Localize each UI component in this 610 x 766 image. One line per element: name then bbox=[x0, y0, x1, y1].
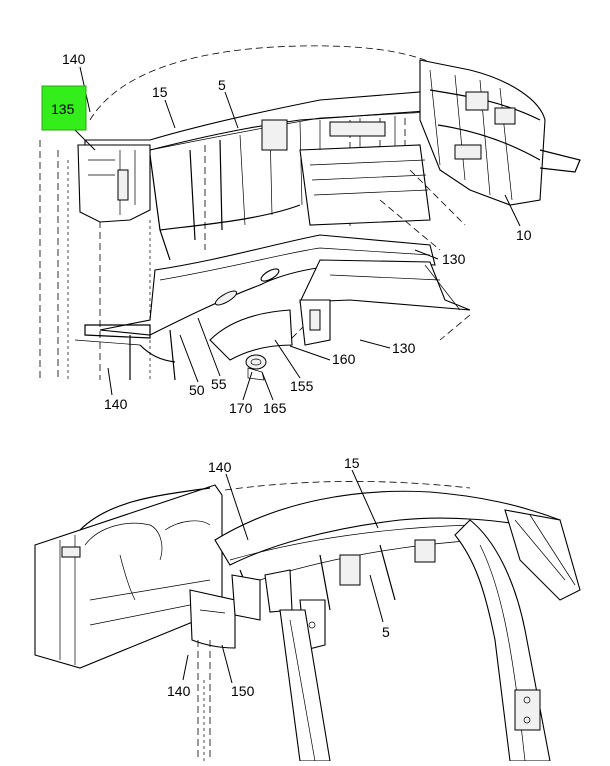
callout-130-a: 130 bbox=[442, 251, 466, 267]
leader-140-top-bottom bbox=[225, 473, 249, 541]
leader-155 bbox=[274, 339, 301, 379]
upper-shell-part-15-bottom bbox=[214, 490, 561, 566]
callout-140-top-bottom: 140 bbox=[208, 459, 232, 475]
callout-135-highlight bbox=[41, 85, 87, 131]
leader-160 bbox=[289, 345, 331, 361]
callout-140-bottom: 140 bbox=[104, 396, 128, 412]
callout-130-b: 130 bbox=[392, 340, 416, 356]
leader-140-bottom-bottom bbox=[182, 654, 189, 681]
leader-170 bbox=[242, 371, 253, 401]
callout-170: 170 bbox=[229, 400, 253, 416]
leader-50 bbox=[179, 334, 199, 383]
callout-5-top: 5 bbox=[218, 77, 226, 93]
leader-10 bbox=[504, 194, 521, 227]
leader-5-top bbox=[224, 91, 239, 129]
grommet-part-165 bbox=[245, 354, 267, 370]
leader-140-bottom bbox=[107, 367, 113, 396]
callout-15-bottom: 15 bbox=[344, 455, 360, 471]
callout-5-bottom: 5 bbox=[382, 624, 390, 640]
callout-155: 155 bbox=[290, 378, 314, 394]
callout-10: 10 bbox=[516, 227, 532, 243]
bottom-installed-view: 140 15 5 140 150 bbox=[34, 455, 581, 762]
curved-trim-part-160 bbox=[209, 309, 293, 361]
leader-150 bbox=[221, 644, 233, 684]
left-bracket bbox=[77, 144, 151, 223]
leader-165 bbox=[261, 371, 274, 401]
callout-165: 165 bbox=[263, 400, 287, 416]
callout-150: 150 bbox=[231, 683, 255, 699]
callout-135: 135 bbox=[51, 101, 75, 117]
leader-15-bottom bbox=[351, 469, 379, 529]
leader-55 bbox=[197, 317, 221, 377]
callout-160: 160 bbox=[332, 351, 356, 367]
leader-15-top bbox=[164, 99, 176, 129]
callout-55: 55 bbox=[211, 376, 227, 392]
interior-box bbox=[299, 144, 431, 226]
top-exploded-view: 140 135 15 5 10 130 130 160 155 165 170 … bbox=[39, 45, 581, 416]
callout-140-bottom-bottom: 140 bbox=[167, 683, 191, 699]
leader-130-b bbox=[359, 339, 391, 349]
leader-5-bottom bbox=[369, 574, 384, 623]
callout-50: 50 bbox=[189, 382, 205, 398]
callout-15-top: 15 bbox=[152, 84, 168, 100]
leader-130-a bbox=[414, 249, 439, 260]
right-side-assembly-part-10 bbox=[419, 59, 546, 206]
side-panel-part-150 bbox=[189, 589, 236, 649]
callout-140-top: 140 bbox=[62, 51, 86, 67]
